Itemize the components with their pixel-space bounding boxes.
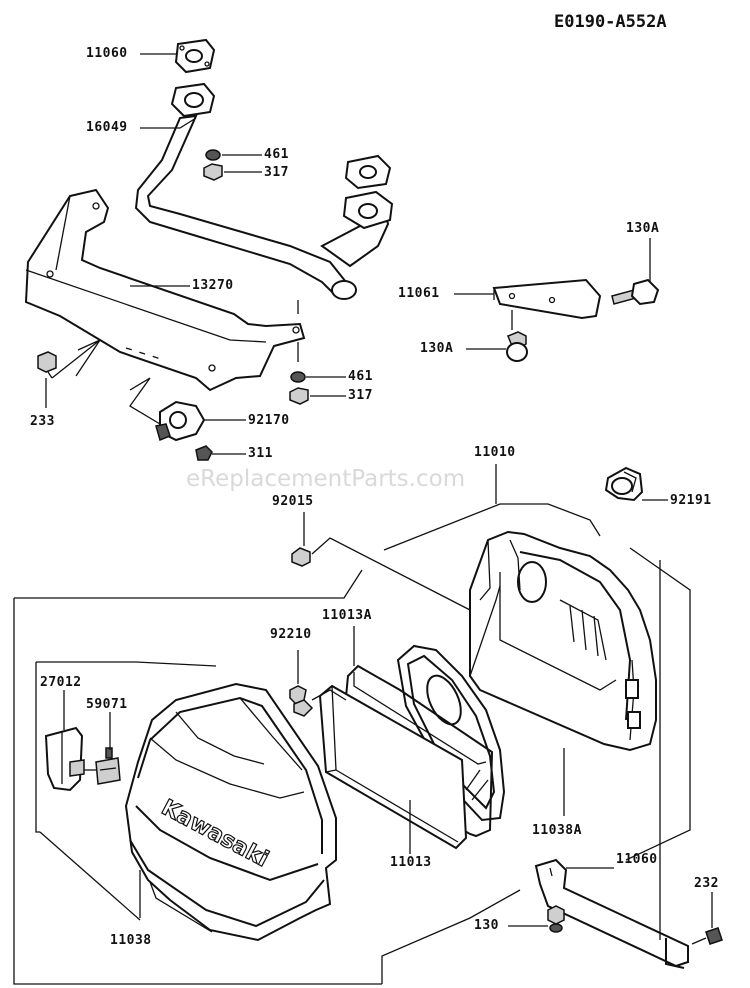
washer-461-lower [290, 371, 306, 383]
bolt-130 [547, 905, 565, 933]
element-11013 [318, 684, 468, 850]
label-317-upper: 317 [264, 165, 289, 180]
air-cleaner-cover-11038 [124, 682, 337, 942]
nut-92015 [291, 547, 311, 567]
bolt-232 [691, 927, 723, 945]
subassembly-outline-cover-bottom [39, 831, 141, 921]
air-cleaner-base-11038A [469, 530, 657, 752]
assembly-outline-lower [381, 889, 521, 984]
gasket-11060 [174, 38, 216, 74]
bolt-130A-right [611, 278, 660, 306]
label-11038A: 11038A [532, 823, 582, 838]
bracket-11061 [492, 278, 602, 320]
label-11060: 11060 [86, 46, 128, 61]
label-130: 130 [474, 918, 499, 933]
diagram-code: E0190-A552A [554, 12, 667, 32]
label-461-lower: 461 [348, 369, 373, 384]
washer-461-upper [205, 149, 221, 161]
label-11060-lower: 11060 [616, 852, 658, 867]
bracket-11060-lower [534, 858, 689, 969]
latch-27012 [44, 726, 85, 792]
label-92210: 92210 [270, 627, 312, 642]
label-59071: 59071 [86, 697, 128, 712]
clip-92191 [604, 466, 644, 502]
label-317-lower: 317 [348, 388, 373, 403]
clip-92210 [289, 685, 314, 717]
label-130A-top: 130A [626, 221, 660, 236]
label-16049: 16049 [86, 120, 128, 135]
label-11038: 11038 [110, 933, 152, 948]
bolt-130A-bottom [506, 331, 528, 362]
watermark-text: eReplacementParts.com [186, 466, 466, 492]
nut-311 [195, 445, 213, 461]
clip-59071 [95, 747, 121, 785]
assembly-outline-bottom [13, 598, 382, 985]
bolt-233 [37, 351, 57, 379]
label-13270: 13270 [192, 278, 234, 293]
label-461-upper: 461 [264, 147, 289, 162]
label-11013A: 11013A [322, 608, 372, 623]
label-311: 311 [248, 446, 273, 461]
label-11061: 11061 [398, 286, 440, 301]
leader-lines [45, 53, 713, 940]
clamp-92170 [155, 400, 206, 442]
exhaust-pipe-16049 [134, 82, 394, 300]
label-92191: 92191 [670, 493, 712, 508]
label-11010: 11010 [474, 445, 516, 460]
subassembly-outline-cover-top [36, 661, 217, 667]
subassembly-outline-cover [35, 662, 40, 833]
label-233: 233 [30, 414, 55, 429]
label-232: 232 [694, 876, 719, 891]
nut-317-upper [203, 163, 223, 181]
bracket-13270 [24, 188, 306, 392]
label-11013: 11013 [390, 855, 432, 870]
nut-317-lower [289, 387, 309, 405]
assembly-outline-top [383, 503, 601, 551]
label-92170: 92170 [248, 413, 290, 428]
label-130A-bottom: 130A [420, 341, 454, 356]
filter-11013A [396, 644, 506, 822]
label-27012: 27012 [40, 675, 82, 690]
assembly-outline-left [14, 569, 363, 599]
label-92015: 92015 [272, 494, 314, 509]
